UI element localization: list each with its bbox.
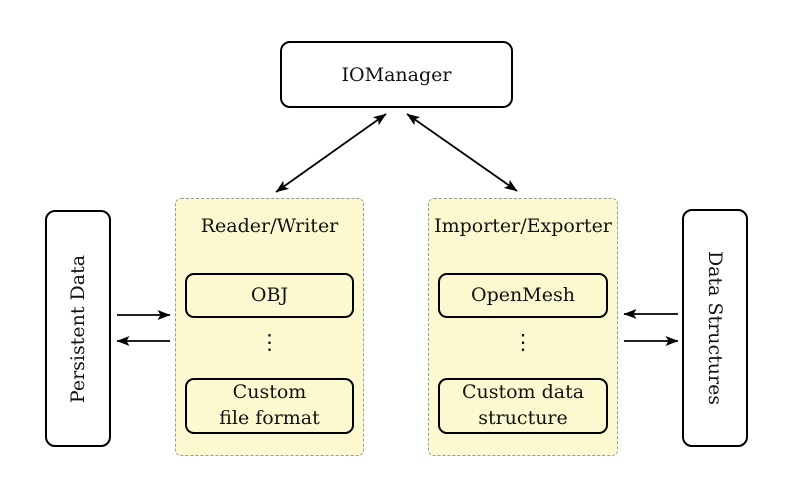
- group-importer-exporter: Importer/Exporter OpenMesh ⋮ Custom data…: [428, 198, 618, 456]
- node-persistent-data-label: Persistent Data: [67, 254, 89, 403]
- group-reader-writer: Reader/Writer OBJ ⋮ Custom file format: [175, 198, 364, 456]
- vertical-ellipsis-reader-writer: ⋮: [259, 330, 280, 354]
- node-obj-label: OBJ: [250, 283, 289, 306]
- node-persistent-data: Persistent Data: [45, 210, 111, 447]
- node-iomanager: IOManager: [280, 41, 513, 108]
- node-openmesh: OpenMesh: [438, 273, 608, 318]
- arrow-iomanager-readerwriter: [275, 113, 387, 193]
- arrow-iomanager-importerexporter: [406, 113, 518, 192]
- node-iomanager-label: IOManager: [341, 63, 452, 86]
- node-data-structures-label: Data Structures: [704, 250, 726, 406]
- vertical-ellipsis-importer-exporter: ⋮: [512, 330, 534, 354]
- node-data-structures: Data Structures: [682, 209, 748, 447]
- group-importer-exporter-title: Importer/Exporter: [434, 215, 612, 237]
- node-custom-file-format-label: Custom file format: [219, 381, 320, 429]
- group-reader-writer-title: Reader/Writer: [200, 215, 339, 237]
- node-custom-file-format: Custom file format: [185, 378, 354, 434]
- node-obj: OBJ: [185, 273, 354, 318]
- node-custom-data-structure: Custom data structure: [438, 378, 608, 434]
- node-openmesh-label: OpenMesh: [471, 283, 575, 306]
- node-custom-data-structure-label: Custom data structure: [461, 381, 585, 429]
